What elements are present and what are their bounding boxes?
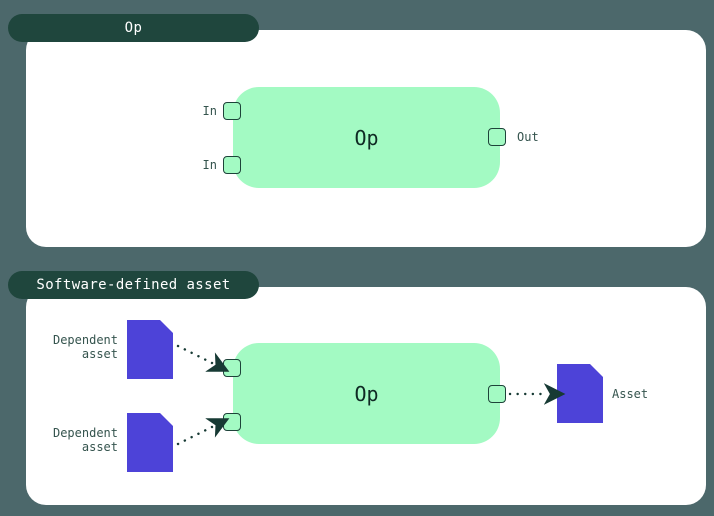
dependent-asset-label: Dependent asset bbox=[52, 426, 118, 454]
op-node: Op bbox=[233, 87, 500, 188]
op-node-label: Op bbox=[354, 381, 379, 406]
tab-software-defined-asset[interactable]: Software-defined asset bbox=[8, 271, 259, 299]
asset-label: Asset bbox=[612, 387, 649, 401]
input-port bbox=[223, 156, 241, 174]
dependent-asset-label: Dependent asset bbox=[52, 333, 118, 361]
tab-op[interactable]: Op bbox=[8, 14, 259, 42]
output-port bbox=[488, 128, 506, 146]
asset-document-icon bbox=[557, 364, 603, 423]
tab-sda-label: Software-defined asset bbox=[36, 277, 231, 293]
input-port bbox=[223, 413, 241, 431]
dependent-asset-document-icon bbox=[127, 320, 173, 379]
input-port-label: In bbox=[202, 158, 217, 172]
dependent-asset-document-icon bbox=[127, 413, 173, 472]
tab-op-label: Op bbox=[124, 20, 143, 36]
op-node: Op bbox=[233, 343, 500, 444]
output-port-label: Out bbox=[517, 130, 539, 144]
input-port bbox=[223, 102, 241, 120]
input-port bbox=[223, 359, 241, 377]
output-port bbox=[488, 385, 506, 403]
op-node-label: Op bbox=[354, 125, 379, 150]
input-port-label: In bbox=[202, 104, 217, 118]
